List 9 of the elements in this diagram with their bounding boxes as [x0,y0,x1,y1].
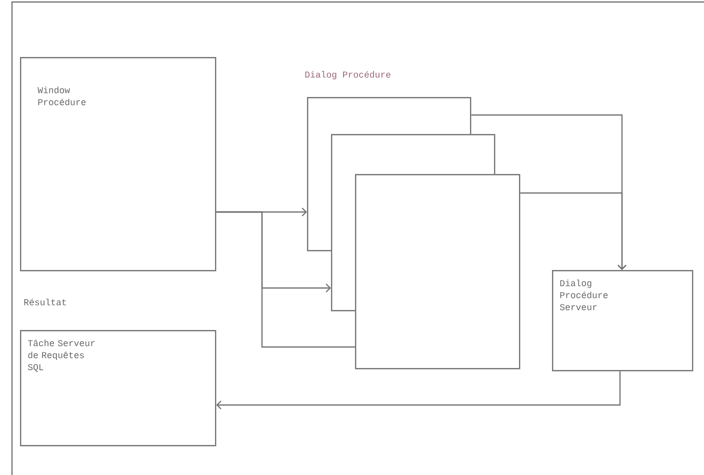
connector [216,211,355,348]
node-label: Dialog Procédure [305,71,390,80]
connector [216,371,621,410]
process-box: Tâche Serveur de Requêtes SQL [20,330,216,446]
connector [520,192,626,270]
process-box: Window Procédure [20,57,216,272]
window-box [355,174,520,370]
result-label: Résultat [24,298,66,306]
process-box: Dialog Procédure Serveur [552,270,694,372]
